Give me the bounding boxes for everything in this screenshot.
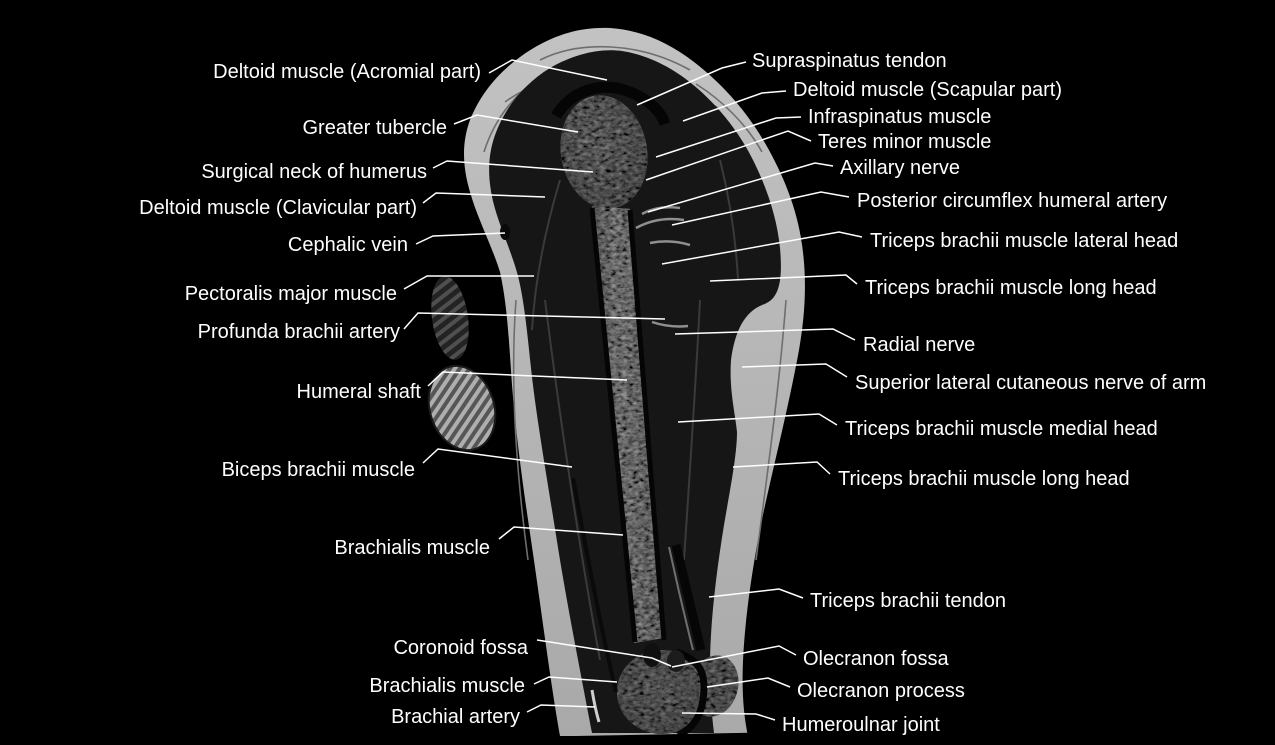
leader-line-pectoralis-major-muscle — [403, 275, 534, 290]
label-triceps-brachii-muscle-medial-head: Triceps brachii muscle medial head — [845, 418, 1158, 440]
label-brachial-artery: Brachial artery — [391, 706, 520, 728]
leader-line-superior-lateral-cutaneous-nerve-of-arm — [741, 363, 848, 378]
leader-line-triceps-brachii-muscle-lateral-head — [661, 231, 863, 265]
label-humeral-shaft: Humeral shaft — [297, 381, 422, 403]
leader-line-olecranon-fossa — [671, 645, 797, 668]
triceps-tendon-edge — [668, 546, 694, 651]
label-olecranon-fossa: Olecranon fossa — [803, 648, 950, 670]
leader-line-biceps-brachii-muscle — [422, 448, 573, 468]
leader-line-profunda-brachii-artery — [403, 312, 666, 330]
leader-line-cephalic-vein — [415, 232, 506, 245]
label-humeroulnar-joint: Humeroulnar joint — [782, 714, 940, 736]
coronoid-fossa-notch — [643, 643, 661, 667]
leader-line-deltoid-muscle-clavicular-part — [422, 192, 546, 204]
label-biceps-brachii-muscle: Biceps brachii muscle — [222, 459, 415, 481]
label-radial-nerve: Radial nerve — [863, 334, 975, 356]
leader-line-olecranon-process — [706, 677, 791, 688]
leader-line-coronoid-fossa — [536, 639, 672, 667]
cephalic-vein-dot — [500, 224, 510, 240]
leader-line-posterior-circumflex-humeral-artery — [671, 191, 850, 226]
label-superior-lateral-cutaneous-nerve-of-arm: Superior lateral cutaneous nerve of arm — [855, 372, 1206, 394]
label-triceps-brachii-tendon: Triceps brachii tendon — [810, 590, 1006, 612]
label-pectoralis-major-muscle: Pectoralis major muscle — [185, 283, 397, 305]
label-axillary-nerve: Axillary nerve — [840, 157, 960, 179]
leader-line-humeral-shaft — [427, 371, 628, 387]
label-cephalic-vein: Cephalic vein — [288, 234, 408, 256]
label-deltoid-muscle-clavicular-part: Deltoid muscle (Clavicular part) — [139, 197, 417, 219]
label-coronoid-fossa: Coronoid fossa — [393, 637, 528, 659]
annotation-layer: Deltoid muscle (Acromial part) Greater tu… — [139, 50, 1206, 736]
leader-line-triceps-brachii-muscle-long-head — [709, 274, 858, 285]
label-profunda-brachii-artery: Profunda brachii artery — [198, 321, 400, 343]
leader-line-humeroulnar-joint — [681, 712, 776, 721]
label-brachialis-muscle: Brachialis muscle — [334, 537, 490, 559]
label-greater-tubercle: Greater tubercle — [302, 117, 447, 139]
brachial-artery-streak — [590, 689, 601, 723]
leader-line-deltoid-muscle-scapular-part — [682, 90, 787, 122]
scan-bottom-edge — [415, 731, 845, 745]
leader-line-supraspinatus-tendon — [636, 61, 747, 106]
leader-line-brachialis-muscle — [533, 676, 618, 685]
olecranon-fossa-notch — [667, 650, 685, 672]
leader-line-teres-minor-muscle — [645, 130, 812, 181]
bone-cortex-lines — [551, 81, 708, 739]
label-teres-minor-muscle: Teres minor muscle — [818, 131, 991, 153]
label-triceps-brachii-muscle-long-head: Triceps brachii muscle long head — [865, 277, 1157, 299]
muscle-boundary-line — [571, 477, 618, 693]
triceps-tendon-band — [671, 543, 706, 652]
label-supraspinatus-tendon: Supraspinatus tendon — [752, 50, 947, 72]
label-deltoid-muscle-scapular-part: Deltoid muscle (Scapular part) — [793, 79, 1062, 101]
label-triceps-brachii-muscle-lateral-head: Triceps brachii muscle lateral head — [870, 230, 1178, 252]
leader-line-triceps-brachii-muscle-long-head — [732, 461, 831, 475]
leader-line-greater-tubercle — [453, 114, 579, 133]
label-surgical-neck-of-humerus: Surgical neck of humerus — [201, 161, 427, 183]
label-brachialis-muscle: Brachialis muscle — [369, 675, 525, 697]
label-triceps-brachii-muscle-long-head: Triceps brachii muscle long head — [838, 468, 1130, 490]
label-olecranon-process: Olecranon process — [797, 680, 965, 702]
label-posterior-circumflex-humeral-artery: Posterior circumflex humeral artery — [857, 190, 1167, 212]
leader-line-triceps-brachii-muscle-medial-head — [677, 413, 838, 426]
label-deltoid-muscle-acromial-part: Deltoid muscle (Acromial part) — [213, 61, 481, 83]
leader-line-brachialis-muscle — [498, 526, 624, 540]
muscle-streaks — [531, 159, 739, 661]
leader-line-radial-nerve — [674, 328, 856, 341]
pectoral-blob-bright — [427, 364, 497, 452]
humeral-shaft — [592, 206, 663, 643]
leader-line-triceps-brachii-tendon — [708, 588, 804, 599]
leader-line-surgical-neck-of-humerus — [432, 160, 594, 173]
leader-line-infraspinatus-muscle — [655, 116, 802, 158]
leader-line-axillary-nerve — [647, 162, 834, 213]
leader-line-deltoid-muscle-acromial-part — [488, 59, 608, 81]
label-infraspinatus-muscle: Infraspinatus muscle — [808, 106, 991, 128]
humeral-head — [560, 95, 648, 209]
leader-line-brachial-artery — [526, 704, 596, 713]
pectoral-blob-dim — [431, 276, 469, 360]
